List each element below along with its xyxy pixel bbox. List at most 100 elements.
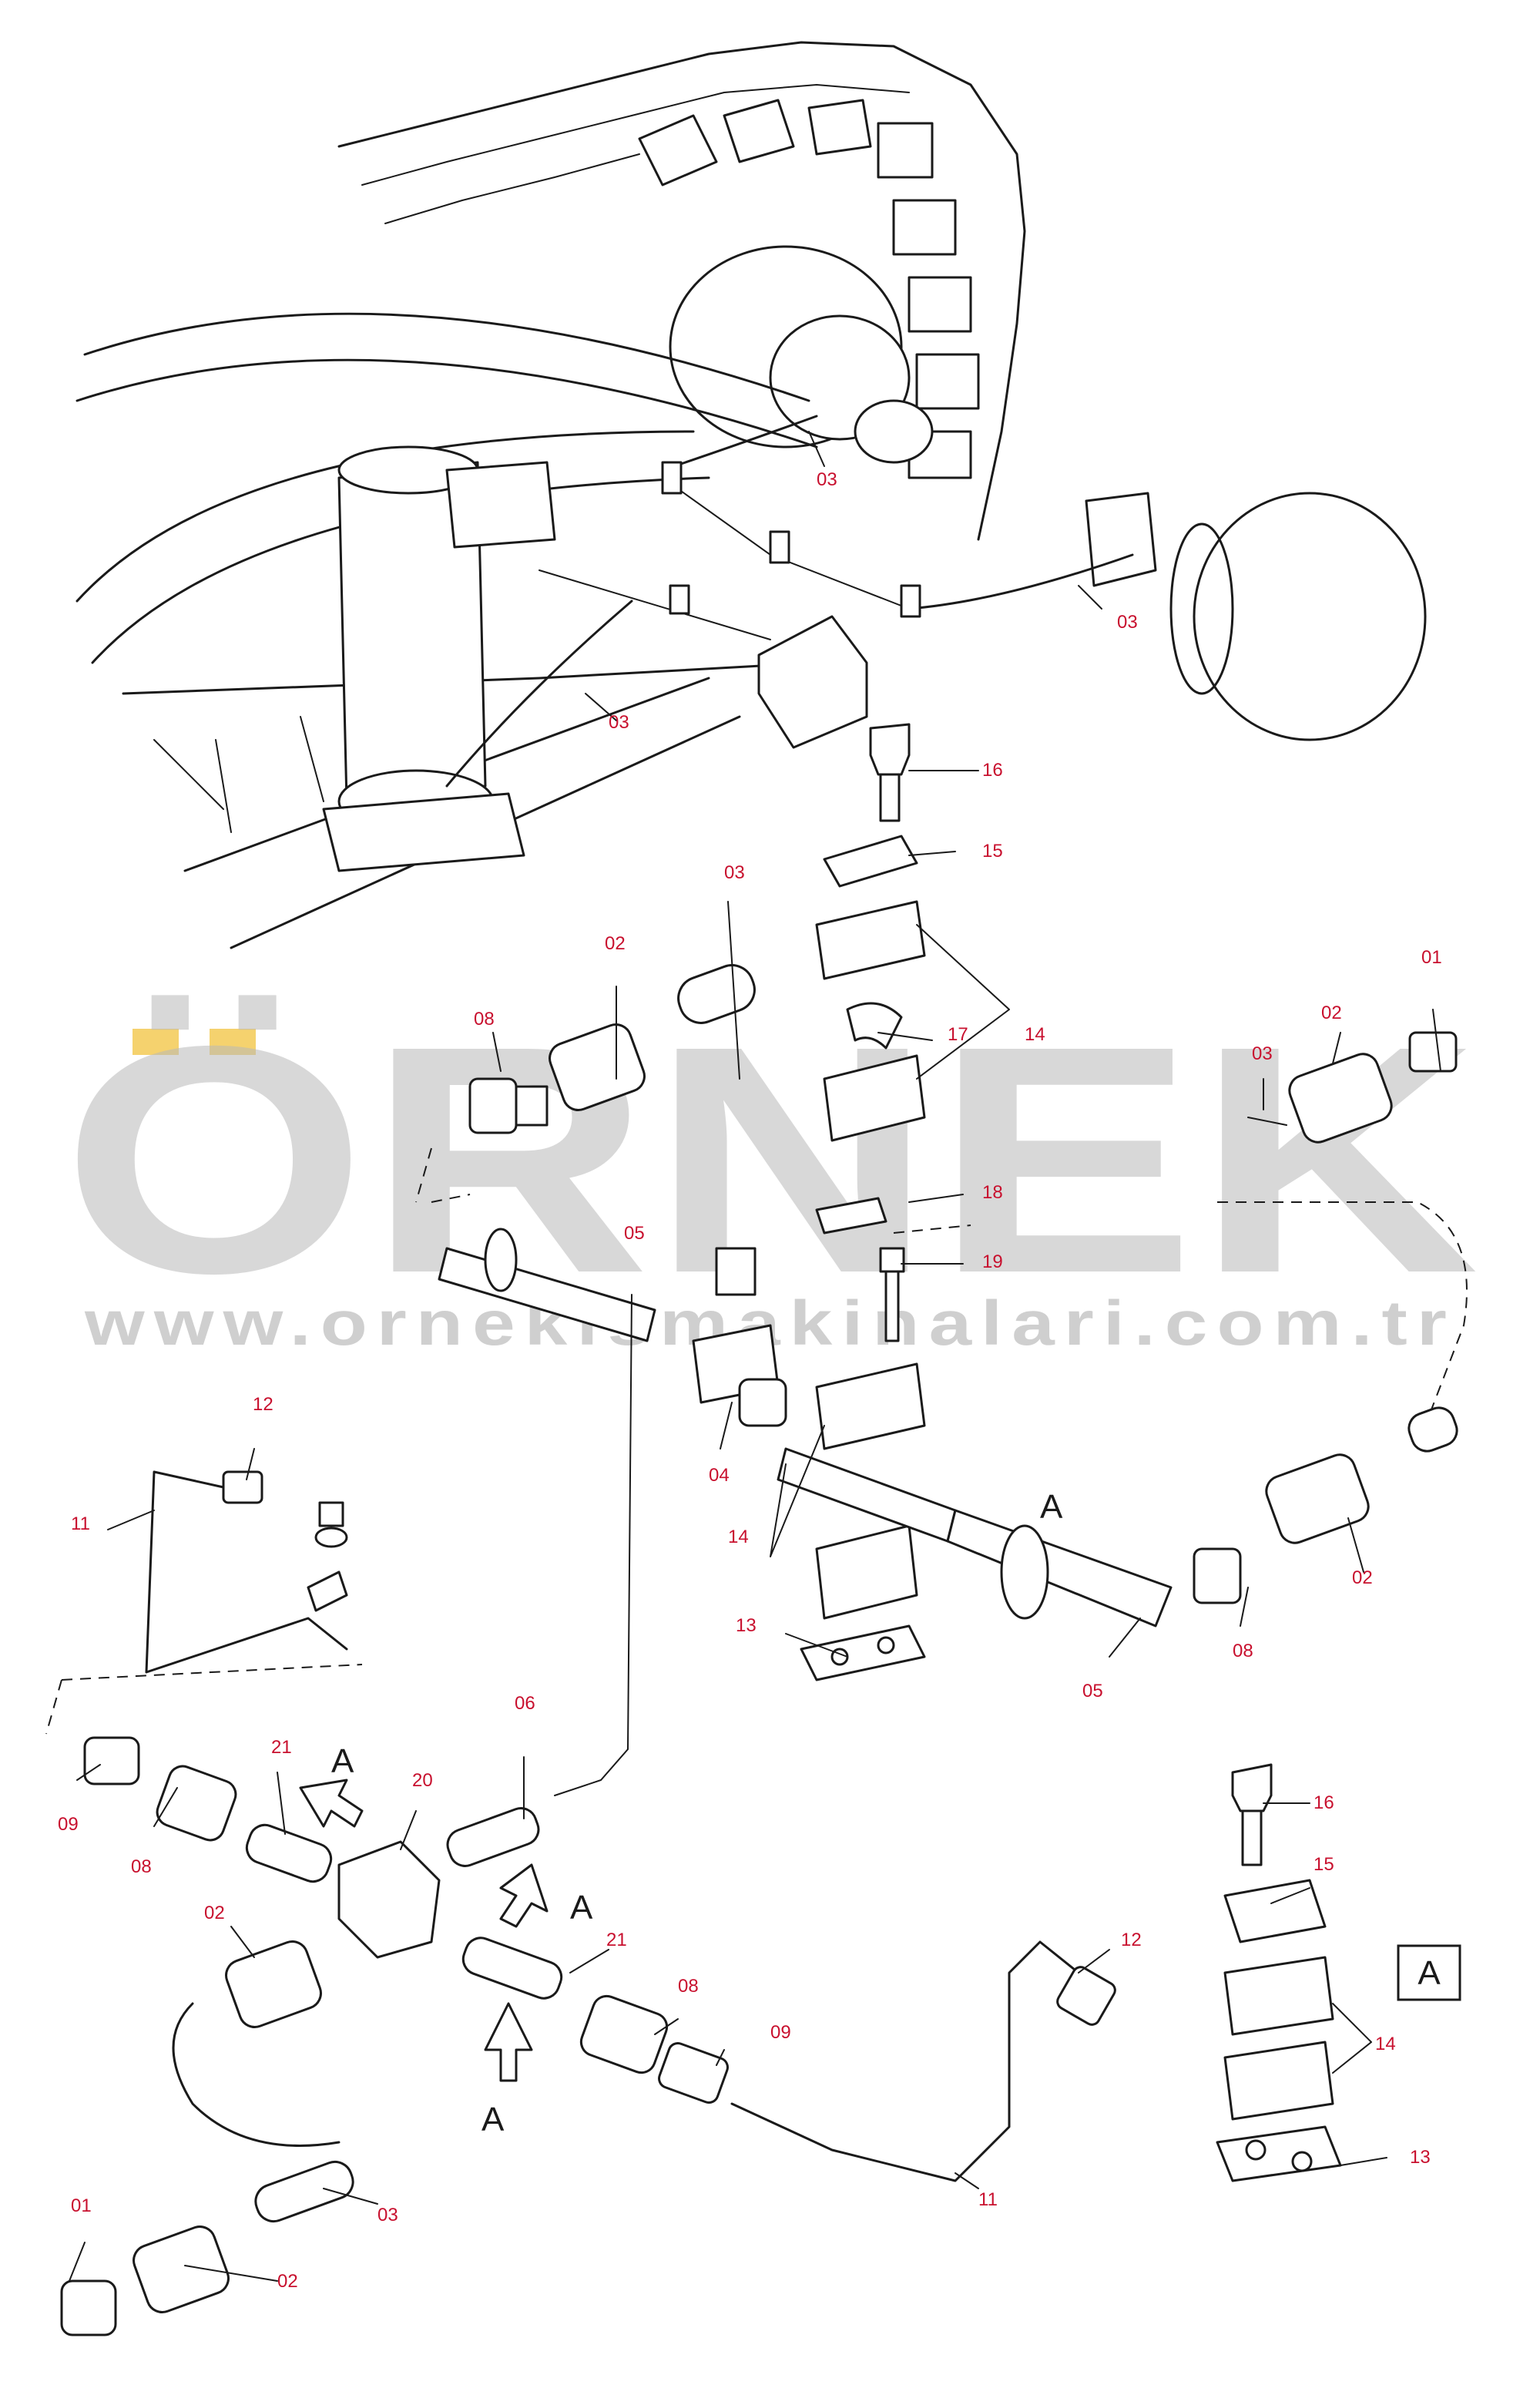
grease-line-left xyxy=(445,600,633,788)
hose-fitting-02-right-upper xyxy=(1288,1053,1393,1144)
plug-12 xyxy=(318,1501,344,1527)
clip-3 xyxy=(900,584,921,618)
callout-08-right: 08 xyxy=(1233,1641,1253,1661)
callout-12-upper: 12 xyxy=(253,1394,273,1415)
clip-12 xyxy=(307,1570,348,1612)
left-lube-line xyxy=(45,1470,363,1735)
fitting-08-lower xyxy=(579,1994,669,2074)
callout-13-view-a: 13 xyxy=(1410,2147,1431,2168)
hose-03-lower-curve xyxy=(172,2002,341,2147)
bolt-head-16 xyxy=(869,723,911,776)
base-plate-13-b xyxy=(1216,2125,1342,2182)
clamp-half-lower-a xyxy=(815,1362,926,1450)
callout-14-view-a: 14 xyxy=(1375,2034,1396,2054)
clamp-half-upper xyxy=(815,900,926,980)
fitting-01-right xyxy=(1408,1031,1458,1073)
screw-shank-19 xyxy=(884,1270,900,1342)
watermark-umlaut-right xyxy=(210,1029,256,1055)
view-marker-a-lower: A xyxy=(481,2101,505,2138)
tee-20 xyxy=(337,1840,441,1959)
watermark-brand: ÖRNEK xyxy=(62,979,1479,1341)
hose-fitting-02-right-lower xyxy=(1265,1453,1370,1544)
spacer-18 xyxy=(815,1197,887,1234)
clamp-insert-17 xyxy=(846,1002,903,1050)
callout-02-right-upper: 02 xyxy=(1321,1003,1342,1023)
callout-05-right: 05 xyxy=(1082,1681,1103,1701)
callout-06: 06 xyxy=(515,1693,535,1714)
view-arrows: A A A A xyxy=(299,1488,1063,2138)
bolt-13b xyxy=(877,1636,895,1654)
view-marker-a-right: A xyxy=(570,1889,593,1926)
callout-08-left: 08 xyxy=(131,1856,152,1877)
callout-16-view-a: 16 xyxy=(1314,1792,1334,1813)
callout-01-right: 01 xyxy=(1421,947,1442,968)
bolt-head-16-b xyxy=(1231,1763,1273,1812)
right-dash-route xyxy=(1217,1201,1468,1426)
axle-end xyxy=(854,399,934,464)
tube-11-lower xyxy=(730,1940,1080,2182)
fender-arc-3 xyxy=(75,430,695,603)
callout-21-upper: 21 xyxy=(271,1737,292,1758)
clamp-half-lower-b xyxy=(815,1524,918,1620)
hose-fitting-02-lower xyxy=(225,1940,322,2028)
hose-03-right-stub xyxy=(1247,1117,1287,1126)
tube-11-upper xyxy=(145,1470,348,1674)
leader-lines-paths xyxy=(69,431,1441,2282)
callout-03-right-hose: 03 xyxy=(1252,1043,1273,1064)
callout-08-upper-left: 08 xyxy=(474,1009,495,1030)
screw-head-19 xyxy=(879,1247,905,1273)
nipple-08-upper xyxy=(515,1085,549,1127)
pipe-05-mid xyxy=(777,1447,957,1543)
view-a-box xyxy=(1397,1944,1461,2001)
pipe-21-right xyxy=(461,1937,563,2000)
tee-04-outlet xyxy=(738,1378,787,1427)
upper-left-dash xyxy=(415,1147,471,1203)
pipe-06-tube xyxy=(554,1294,632,1796)
valve-block xyxy=(757,615,868,749)
axle-housing xyxy=(1193,492,1427,741)
clip-2 xyxy=(769,530,790,564)
clamp-half-mid xyxy=(823,1054,926,1142)
axle-fitting xyxy=(1085,492,1157,587)
clamp-14-b-upper xyxy=(1223,1956,1334,2036)
clamp-14-b-lower xyxy=(1223,2041,1334,2121)
lube-dash xyxy=(45,1664,363,1735)
hose-right-lower xyxy=(1407,1406,1458,1453)
view-marker-a-mid: A xyxy=(1040,1488,1063,1526)
callout-02-lower: 02 xyxy=(204,1903,225,1923)
nut-08-right xyxy=(1193,1547,1242,1604)
callout-09-lower: 09 xyxy=(770,2022,791,2043)
callout-labels: 03 03 03 16 15 03 02 08 17 14 18 19 05 0… xyxy=(58,469,1442,2292)
callout-02-upper-left: 02 xyxy=(605,933,626,954)
pipe-21-left xyxy=(245,1823,333,1883)
callout-09-left: 09 xyxy=(58,1814,79,1835)
callout-11-lower: 11 xyxy=(978,2189,998,2210)
upper-left-fitting-set xyxy=(415,964,756,1203)
tire-tread-lines xyxy=(361,83,910,224)
callout-05-left: 05 xyxy=(624,1223,645,1244)
tire-outline xyxy=(337,41,1026,541)
watermark: ÖRNEK www.ornekismakinalari.com.tr xyxy=(62,979,1479,1359)
view-arrow-upper xyxy=(299,1779,364,1828)
tire-lugs xyxy=(638,99,980,479)
hose-fitting-02-upper xyxy=(549,1023,646,1111)
nut-09-lower xyxy=(658,2042,729,2104)
callout-14-lower: 14 xyxy=(728,1527,749,1547)
plate-15-b xyxy=(1223,1879,1327,1943)
base-plate-13 xyxy=(800,1624,926,1681)
callout-21-lower: 21 xyxy=(606,1930,627,1950)
view-arrow-right xyxy=(499,1863,549,1928)
view-arrow-lower xyxy=(484,2002,533,2082)
hose-03-lower xyxy=(254,2160,354,2223)
pipe-06 xyxy=(446,1807,540,1867)
fender-arc-1 xyxy=(83,312,810,402)
callout-03-left: 03 xyxy=(609,712,629,733)
leader-lines xyxy=(69,431,1441,2282)
view-a-assembly: A xyxy=(1216,1763,1461,2182)
callout-12-lower: 12 xyxy=(1121,1930,1142,1950)
callout-11-upper: 11 xyxy=(71,1513,90,1534)
lower-assembly xyxy=(60,1736,1116,2336)
cap-04 xyxy=(715,1247,757,1296)
bolt-shank-16 xyxy=(879,773,901,822)
